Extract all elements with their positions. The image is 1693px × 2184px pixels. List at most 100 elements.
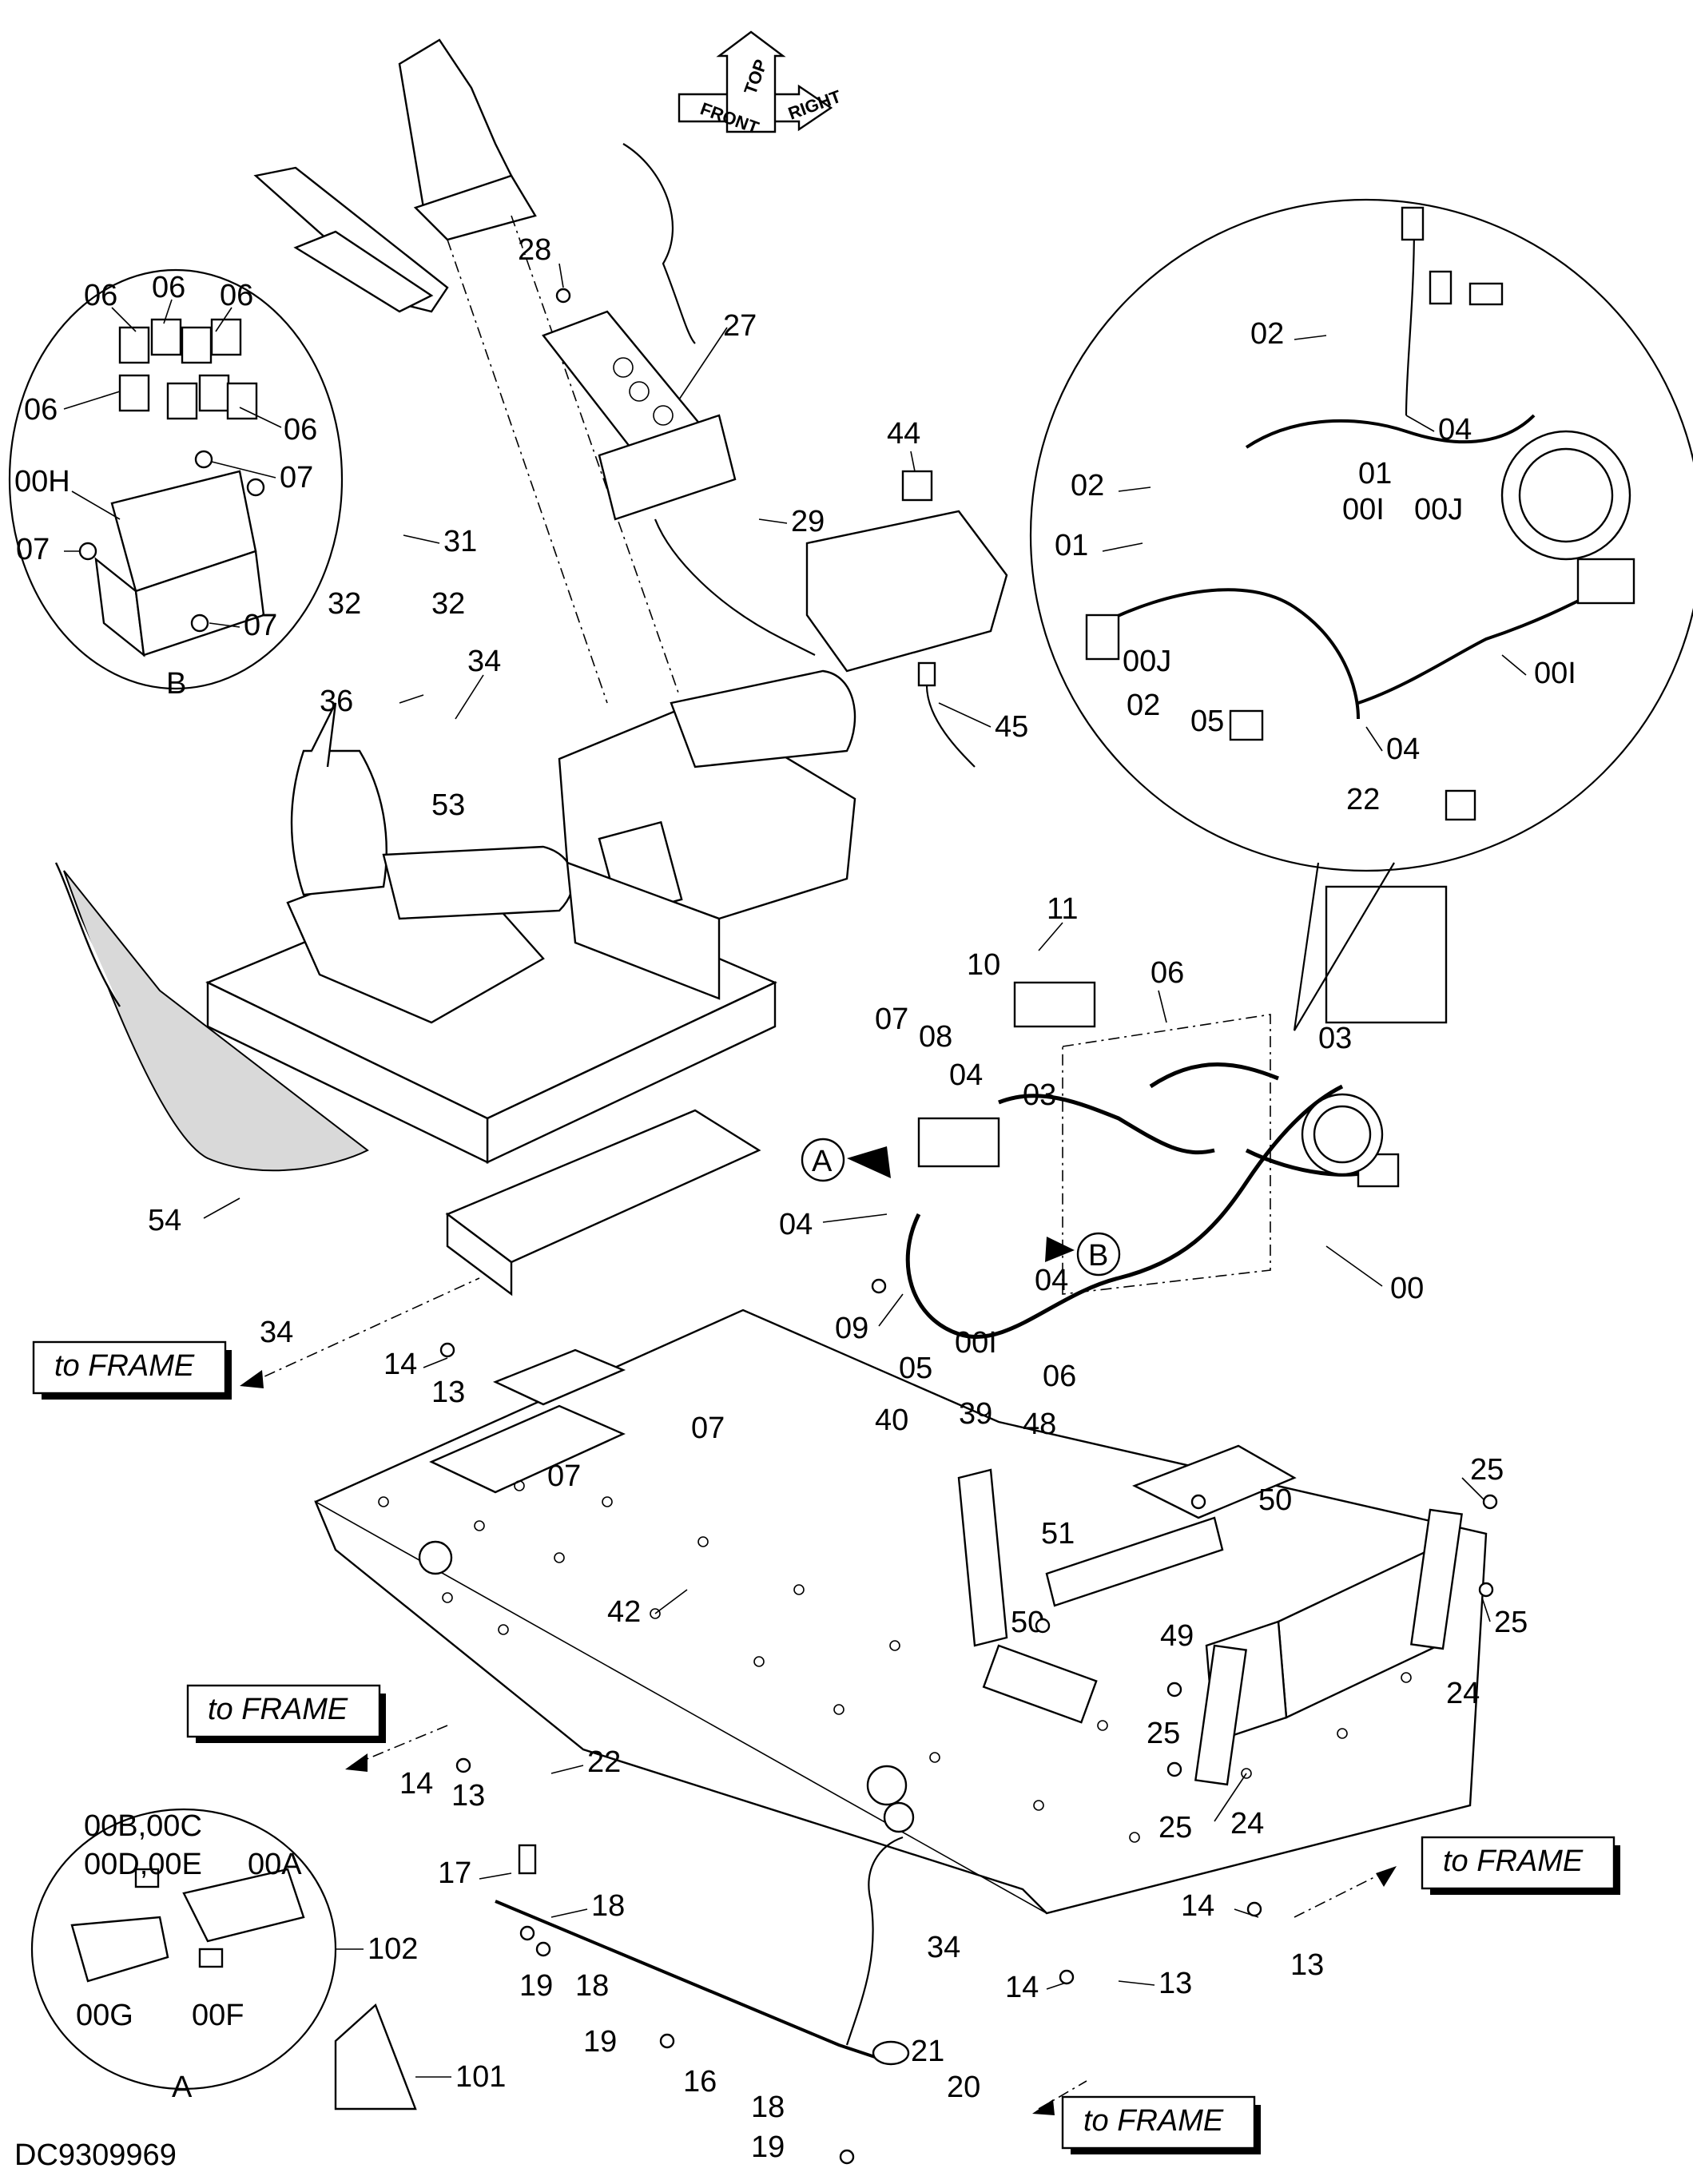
callout-a-letter: A bbox=[812, 1145, 833, 1178]
label-18-a: 18 bbox=[591, 1889, 625, 1923]
label-19-a: 19 bbox=[519, 1969, 553, 2003]
label-22-a: 22 bbox=[587, 1745, 621, 1779]
label-34-a: 34 bbox=[467, 645, 501, 678]
leader-lines bbox=[203, 263, 1527, 1990]
switch-panel-27 bbox=[542, 143, 816, 656]
label-45: 45 bbox=[995, 710, 1028, 744]
label-11: 11 bbox=[1047, 892, 1078, 926]
detail-a: 00B,00C 00D,00E 00A 00G 00F A 102 bbox=[30, 1808, 418, 2104]
to-frame-label-2: to FRAME bbox=[208, 1693, 348, 1726]
label-06-b: 06 bbox=[1043, 1360, 1076, 1393]
relay-bracket bbox=[957, 1444, 1297, 1647]
label-28: 28 bbox=[518, 233, 551, 267]
to-frame-box-3: to FRAME bbox=[1421, 1836, 1620, 1895]
label-08: 08 bbox=[919, 1020, 952, 1054]
main-harness bbox=[905, 885, 1448, 1340]
controller-box bbox=[1194, 1508, 1463, 1786]
left-console bbox=[54, 702, 574, 1172]
label-13-a: 13 bbox=[431, 1376, 465, 1409]
label-00I-b: 00I bbox=[1342, 493, 1385, 526]
label-01-a: 01 bbox=[1358, 457, 1392, 490]
label-05-a: 05 bbox=[899, 1352, 932, 1385]
relay-group bbox=[118, 318, 258, 420]
label-14-d: 14 bbox=[1005, 1971, 1039, 2004]
label-13-d: 13 bbox=[1158, 1967, 1192, 2000]
to-frame-box-1: to FRAME bbox=[32, 1340, 232, 1400]
label-49: 49 bbox=[1160, 1619, 1194, 1653]
label-18-c: 18 bbox=[751, 2091, 785, 2124]
label-34-c: 34 bbox=[927, 1931, 960, 1964]
label-54: 54 bbox=[148, 1204, 181, 1237]
label-34-b: 34 bbox=[260, 1316, 293, 1349]
label-07-c: 07 bbox=[547, 1459, 581, 1493]
label-02-c: 02 bbox=[1127, 689, 1160, 722]
label-02-a: 02 bbox=[1250, 317, 1284, 351]
detail-a-codes-1: 00B,00C bbox=[84, 1809, 202, 1843]
label-03-b: 03 bbox=[1023, 1078, 1056, 1112]
left-top-cover bbox=[253, 166, 449, 313]
label-20: 20 bbox=[947, 2071, 980, 2104]
detail-b-box-label: 00H bbox=[14, 465, 70, 498]
label-13-b: 13 bbox=[451, 1779, 485, 1813]
label-14-a: 14 bbox=[384, 1348, 417, 1381]
label-24-a: 24 bbox=[1446, 1677, 1480, 1710]
detail-b-relay-label-3: 06 bbox=[220, 279, 253, 312]
label-04-b: 04 bbox=[779, 1208, 813, 1241]
detail-b-screw-label-2: 07 bbox=[16, 533, 50, 566]
to-frame-label-4: to FRAME bbox=[1083, 2104, 1224, 2138]
detail-a-code-f: 00F bbox=[192, 1999, 244, 2032]
label-18-b: 18 bbox=[575, 1969, 609, 2003]
label-48: 48 bbox=[1023, 1408, 1056, 1441]
label-24-b: 24 bbox=[1230, 1807, 1264, 1841]
detail-b-relay-label-2: 06 bbox=[152, 271, 185, 304]
detail-b: 06 06 06 06 06 00H 07 07 07 B bbox=[8, 268, 344, 701]
label-19-c: 19 bbox=[751, 2130, 785, 2164]
callout-b: B bbox=[1045, 1232, 1121, 1277]
label-00J-b: 00J bbox=[1123, 645, 1171, 678]
label-00: 00 bbox=[1390, 1272, 1424, 1305]
label-17: 17 bbox=[438, 1856, 471, 1890]
label-32-b: 32 bbox=[431, 587, 465, 621]
label-27: 27 bbox=[723, 309, 757, 343]
label-16: 16 bbox=[683, 2065, 717, 2099]
label-00I-a: 00I bbox=[955, 1326, 997, 1360]
to-frame-box-2: to FRAME bbox=[186, 1684, 386, 1743]
callout-b-letter: B bbox=[1088, 1239, 1108, 1273]
label-01-b: 01 bbox=[1055, 529, 1088, 562]
label-04-a: 04 bbox=[949, 1058, 983, 1092]
relay-box-00h bbox=[94, 470, 265, 657]
label-51: 51 bbox=[1041, 1517, 1075, 1551]
part-101-plate: 101 bbox=[334, 2003, 506, 2111]
detail-b-screw-label-3: 07 bbox=[244, 609, 277, 642]
right-console bbox=[558, 669, 856, 1000]
detail-b-relay-label-4: 06 bbox=[24, 393, 58, 427]
label-40: 40 bbox=[875, 1404, 908, 1437]
part-labels: 28 27 44 29 31 32 32 34 36 45 53 11 10 0… bbox=[148, 233, 1576, 2164]
label-29: 29 bbox=[791, 505, 825, 538]
to-frame-label-1: to FRAME bbox=[54, 1349, 195, 1383]
label-14-b: 14 bbox=[399, 1767, 433, 1801]
label-09: 09 bbox=[835, 1312, 868, 1345]
detail-a-code-a: 00A bbox=[248, 1848, 302, 1881]
detail-a-ref: 102 bbox=[368, 1932, 418, 1966]
label-05-b: 05 bbox=[1190, 705, 1224, 738]
label-53: 53 bbox=[431, 788, 465, 822]
label-25-d: 25 bbox=[1158, 1811, 1192, 1844]
label-02-b: 02 bbox=[1071, 469, 1104, 502]
label-04-c: 04 bbox=[1035, 1264, 1068, 1297]
label-04-d: 04 bbox=[1438, 413, 1472, 447]
label-36: 36 bbox=[320, 685, 353, 718]
to-frame-label-3: to FRAME bbox=[1443, 1844, 1584, 1878]
label-21: 21 bbox=[911, 2035, 944, 2068]
ground-rod bbox=[495, 1836, 910, 2066]
label-42: 42 bbox=[607, 1595, 641, 1629]
label-39: 39 bbox=[959, 1397, 992, 1431]
orientation-indicator: FRONT TOP RIGHT bbox=[678, 30, 845, 138]
label-50-a: 50 bbox=[1258, 1483, 1292, 1517]
label-25-c: 25 bbox=[1147, 1717, 1180, 1750]
joystick-tower bbox=[398, 38, 680, 704]
label-13-c: 13 bbox=[1290, 1948, 1324, 1982]
label-22-b: 22 bbox=[1346, 783, 1380, 816]
